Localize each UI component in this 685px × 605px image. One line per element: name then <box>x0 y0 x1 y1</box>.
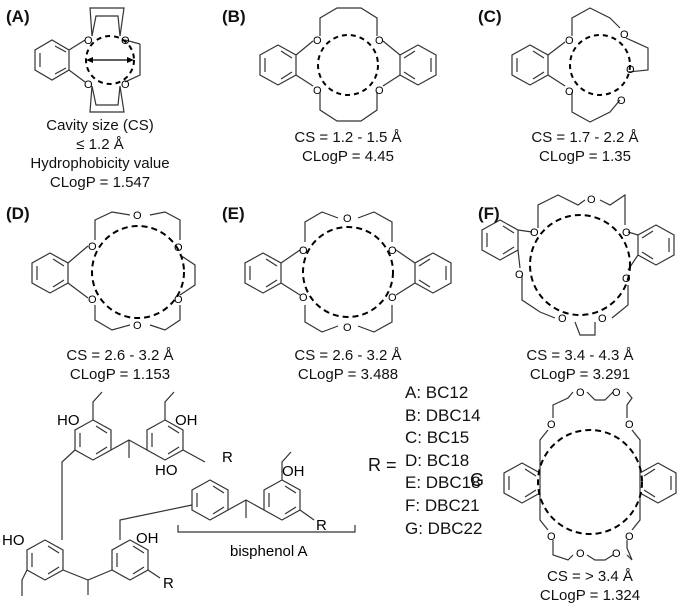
atom-o-label: O <box>547 531 556 543</box>
panel-label-d: (D) <box>6 204 30 223</box>
atom-o-label: O <box>598 313 607 325</box>
structure-e-dbc18: O O O O O O <box>244 211 452 334</box>
atom-o-label: O <box>313 85 322 97</box>
atom-o-label: O <box>375 35 384 47</box>
atom-o-label: O <box>547 419 556 431</box>
caption-line: CLogP = 4.45 <box>302 148 394 165</box>
resin-r-group-label: R <box>222 449 233 466</box>
atom-o-label: O <box>612 387 621 399</box>
caption-line: CS = 3.4 - 4.3 Å <box>526 347 634 364</box>
caption-line: ≤ 1.2 Å <box>76 136 124 153</box>
bisphenol-label: bisphenol A <box>230 543 308 560</box>
atom-o-label: O <box>576 387 585 399</box>
caption-line: CS = > 3.4 Å <box>547 568 633 585</box>
atom-o-label: O <box>515 269 524 281</box>
atom-o-label: O <box>121 79 130 91</box>
atom-o-label: O <box>121 35 130 47</box>
resin-hydroxyl-label: HO <box>57 412 80 429</box>
atom-o-label: O <box>625 531 634 543</box>
atom-o-label: O <box>313 35 322 47</box>
caption-line: CLogP = 3.291 <box>529 366 631 383</box>
atom-o-label: O <box>587 194 596 206</box>
caption-c: CS = 1.7 - 2.2 Å CLogP = 1.35 <box>495 128 675 166</box>
resin-labels: HO HO OH HO OH HO OH R R R bisphenol A <box>2 412 327 592</box>
caption-line: CS = 2.6 - 3.2 Å <box>66 347 174 364</box>
resin-hydroxyl-label: OH <box>282 463 305 480</box>
caption-line: CS = 2.6 - 3.2 Å <box>294 347 402 364</box>
legend-entry: A: BC12 <box>405 383 469 402</box>
atom-o-label: O <box>612 548 621 560</box>
resin-structure <box>21 391 356 596</box>
atom-o-label: O <box>617 95 626 107</box>
atom-o-label: O <box>299 292 308 304</box>
caption-line: Hydrophobicity value <box>30 155 170 172</box>
caption-g: CS = > 3.4 Å CLogP = 1.324 <box>500 567 680 605</box>
atom-o-label: O <box>88 294 97 306</box>
resin-r-group-label: R <box>316 517 327 534</box>
caption-d: CS = 2.6 - 3.2 Å CLogP = 1.153 <box>30 346 210 384</box>
atom-o-label: O <box>625 419 634 431</box>
caption-line: CLogP = 1.547 <box>49 174 151 191</box>
atom-o-label: O <box>620 29 629 41</box>
panel-label-b: (B) <box>222 7 246 26</box>
legend-entry: C: BC15 <box>405 428 470 448</box>
atom-o-label: O <box>174 242 183 254</box>
panel-label-a: (A) <box>6 7 30 26</box>
atom-o-label: O <box>343 213 352 225</box>
caption-line: CLogP = 1.324 <box>539 587 641 604</box>
resin-r-group-label: R <box>163 575 174 592</box>
caption-b: CS = 1.2 - 1.5 Å CLogP = 4.45 <box>258 128 438 166</box>
structure-b-dbc14: O O O O <box>259 7 437 122</box>
atom-o-label: O <box>565 35 574 47</box>
resin-hydroxyl-label: HO <box>155 462 178 479</box>
caption-f: CS = 3.4 - 4.3 Å CLogP = 3.291 <box>490 346 670 384</box>
atom-o-label: O <box>622 273 631 285</box>
caption-line: CLogP = 1.153 <box>69 366 171 383</box>
structure-a-bc12: O O O O <box>34 7 141 113</box>
atom-o-label: O <box>530 227 539 239</box>
caption-line: CLogP = 3.488 <box>297 366 399 383</box>
atom-o-label: O <box>133 320 142 332</box>
atom-o-label: O <box>576 548 585 560</box>
caption-line: Cavity size (CS) <box>46 117 154 134</box>
resin-hydroxyl-label: HO <box>2 532 25 549</box>
caption-line: CS = 1.2 - 1.5 Å <box>294 129 402 146</box>
structure-c-bc15: O O O O O <box>511 7 649 123</box>
atom-o-label: O <box>558 313 567 325</box>
atom-o-label: O <box>84 35 93 47</box>
atom-o-label: O <box>622 227 631 239</box>
panel-label-f: (F) <box>478 204 500 223</box>
structure-g-dbc22: O O O O O O O O <box>503 387 677 561</box>
atom-o-label: O <box>299 245 308 257</box>
panel-label-e: (E) <box>222 204 245 223</box>
panel-label-g: G <box>470 470 485 490</box>
atom-o-label: O <box>626 64 635 76</box>
structure-d-bc18: O O O O O O <box>31 210 196 332</box>
legend-entry: D: BC18 <box>405 450 470 470</box>
legend-entry: B: DBC14 <box>405 405 481 425</box>
r-group-legend: A: BC12 B: DBC14 C: BC15 D: BC18 E: DBC1… <box>405 382 482 540</box>
atom-o-label: O <box>388 292 397 304</box>
resin-hydroxyl-label: OH <box>136 530 159 547</box>
caption-line: CLogP = 1.35 <box>539 148 631 165</box>
panel-label-c: (C) <box>478 7 502 26</box>
caption-a: Cavity size (CS) ≤ 1.2 Å Hydrophobicity … <box>10 116 190 192</box>
atom-o-label: O <box>375 85 384 97</box>
legend-entry: F: DBC21 <box>405 495 480 515</box>
atom-o-label: O <box>565 86 574 98</box>
caption-line: CS = 1.7 - 2.2 Å <box>531 129 639 146</box>
resin-hydroxyl-label: OH <box>175 412 198 429</box>
atom-o-label: O <box>88 241 97 253</box>
r-equals-label: R = <box>368 455 397 475</box>
atom-o-label: O <box>174 294 183 306</box>
caption-e: CS = 2.6 - 3.2 Å CLogP = 3.488 <box>258 346 438 384</box>
atom-o-label: O <box>343 322 352 334</box>
legend-entry: G: DBC22 <box>405 518 483 538</box>
structure-f-dbc21: O O O O O O O <box>481 193 675 336</box>
atom-o-label: O <box>133 210 142 222</box>
legend-entry: E: DBC18 <box>405 473 481 493</box>
atom-o-label: O <box>84 79 93 91</box>
atom-o-label: O <box>388 245 397 257</box>
